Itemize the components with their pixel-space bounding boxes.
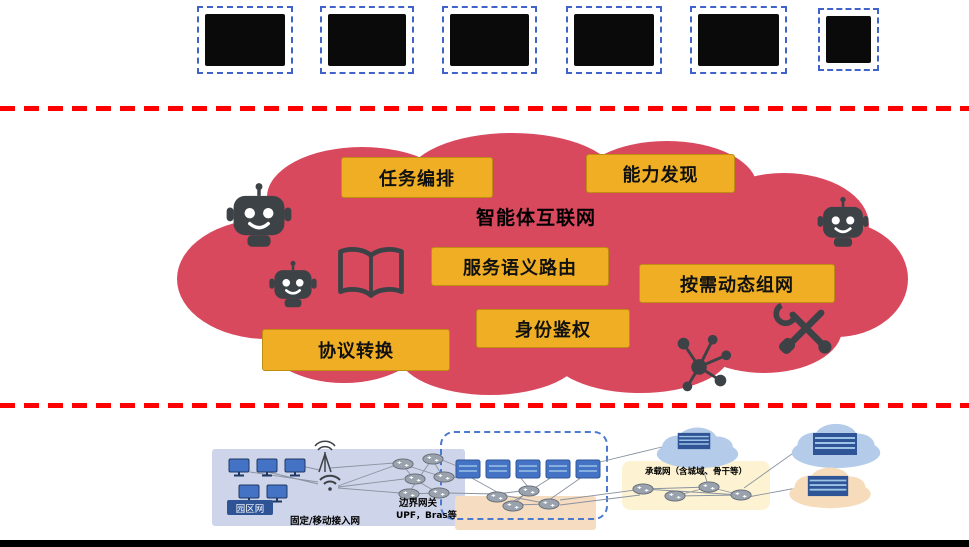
top-module-box-3: [442, 6, 537, 74]
capability-task-orchestration: 任务编排: [341, 157, 493, 198]
edge-gateway-dashed-box: [440, 431, 608, 520]
campus-network-label: 园区网: [227, 500, 273, 515]
top-module-content-6: [826, 16, 871, 63]
access-network-label: 固定/移动接入网: [290, 516, 360, 527]
top-module-box-1: [197, 6, 293, 74]
top-module-box-2: [320, 6, 414, 74]
gateway-label-line1: 边界网关: [399, 498, 438, 509]
gateway-label-line2: UPF，Bras等: [396, 511, 457, 521]
server-rack-icon: [806, 475, 850, 497]
capability-semantic-routing: 服务语义路由: [431, 247, 609, 286]
top-module-content-2: [328, 14, 406, 66]
server-rack-icon: [677, 432, 711, 450]
top-module-content-3: [450, 14, 529, 66]
top-module-content-1: [205, 14, 285, 66]
datacenter-cloud-icon: [789, 467, 871, 509]
cloud-title: 智能体互联网: [476, 207, 597, 229]
separator-bottom: [0, 403, 969, 408]
separator-top: [0, 106, 969, 111]
top-module-box-4: [566, 6, 662, 74]
capability-protocol-conversion: 协议转换: [262, 329, 450, 371]
capability-discovery: 能力发现: [586, 154, 735, 193]
top-module-content-5: [698, 14, 779, 66]
top-module-box-5: [690, 6, 787, 74]
capability-identity-auth: 身份鉴权: [476, 309, 630, 348]
top-module-content-4: [574, 14, 654, 66]
capability-dynamic-networking: 按需动态组网: [639, 264, 835, 303]
footer-bar: [0, 540, 969, 547]
datacenter-cloud-icon: [791, 423, 881, 469]
top-module-box-6: [818, 8, 879, 71]
server-rack-icon: [812, 432, 858, 456]
bearer-network-label: 承载网（含城域、骨干等）: [644, 467, 747, 477]
